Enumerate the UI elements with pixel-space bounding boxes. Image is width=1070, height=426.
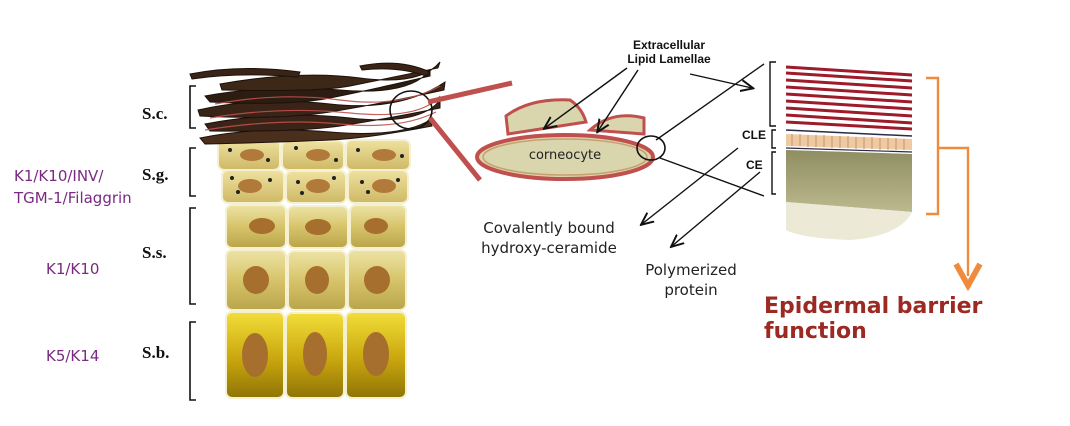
layer-brackets [190, 86, 196, 400]
barrier-schematic [786, 67, 912, 240]
label-extracellular-line1: Extracellular [604, 38, 734, 52]
label-cle: CLE [742, 128, 766, 142]
marker-granulosum-line1: K1/K10/INV/ [14, 165, 103, 187]
stratum-granulosum-cells [218, 140, 410, 203]
lipid-lamellae-stripes [786, 67, 912, 129]
label-stratum-corneum: S.c. [142, 104, 168, 124]
label-ce: CE [746, 158, 763, 172]
marker-basale: K5/K14 [46, 345, 99, 367]
label-extracellular-line2: Lipid Lamellae [604, 52, 734, 66]
label-covalent-ceramide: Covalently bound hydroxy-ceramide [474, 218, 624, 258]
label-extracellular-lamellae: Extracellular Lipid Lamellae [604, 38, 734, 66]
barrier-bracket [926, 78, 968, 276]
cle-ce-brackets [770, 62, 776, 194]
label-stratum-spinosum: S.s. [142, 243, 167, 263]
label-stratum-granulosum: S.g. [142, 165, 168, 185]
label-epidermal-barrier-function: Epidermal barrier function [764, 294, 1070, 344]
marker-spinosum: K1/K10 [46, 258, 99, 280]
label-stratum-basale: S.b. [142, 343, 169, 363]
label-covalent-line1: Covalently bound [474, 218, 624, 238]
stratum-corneum-sheets [190, 62, 445, 144]
epidermis-section [190, 62, 445, 398]
label-polymerized-protein: Polymerized protein [626, 260, 756, 300]
cle-band [786, 134, 912, 150]
marker-granulosum-line2: TGM-1/Filaggrin [14, 187, 132, 209]
label-covalent-line2: hydroxy-ceramide [474, 238, 624, 258]
label-corneocyte: corneocyte [505, 148, 625, 164]
label-polymerized-line1: Polymerized [626, 260, 756, 280]
stratum-basale-cells [226, 312, 406, 398]
label-polymerized-line2: protein [626, 280, 756, 300]
corneocyte-zoom [477, 100, 665, 179]
ce-band [786, 150, 912, 212]
stratum-spinosum-cells [226, 205, 406, 310]
